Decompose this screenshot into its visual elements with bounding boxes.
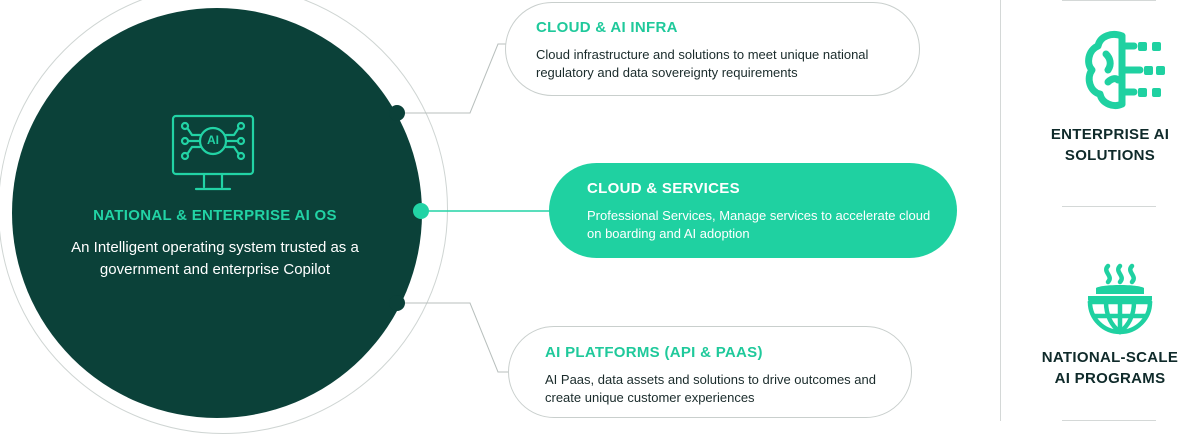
side-label-national: NATIONAL-SCALE AI PROGRAMS — [1041, 349, 1179, 387]
pillar-description: Professional Services, Manage services t… — [587, 208, 931, 241]
pillar-description: AI Paas, data assets and solutions to dr… — [545, 372, 876, 405]
pillar-cloud-ai-infra: CLOUD & AI INFRA Cloud infrastructure an… — [505, 2, 920, 96]
ai-icon-label: AI — [207, 133, 219, 147]
pillar-title: CLOUD & AI INFRA — [536, 19, 678, 36]
pillar-ai-platforms: AI PLATFORMS (API & PAAS) AI Paas, data … — [508, 326, 912, 418]
column-divider — [1000, 0, 1001, 421]
pillar-cloud-services: CLOUD & SERVICES Professional Services, … — [549, 163, 957, 258]
os-circle — [12, 8, 422, 418]
pillar-title: CLOUD & SERVICES — [587, 180, 740, 197]
pillar-title: AI PLATFORMS (API & PAAS) — [545, 344, 763, 361]
os-description: An Intelligent operating system trusted … — [71, 239, 359, 278]
side-label-enterprise: ENTERPRISE AI SOLUTIONS — [1050, 126, 1170, 164]
divider-middle — [1062, 206, 1156, 207]
connector-lines — [397, 43, 550, 373]
brain-circuit-icon — [1085, 30, 1165, 110]
connector-dot-platforms — [389, 295, 405, 311]
divider-top — [1062, 0, 1156, 1]
ai-monitor-icon — [171, 114, 255, 191]
os-title: NATIONAL & ENTERPRISE AI OS — [93, 207, 337, 224]
globe-heat-icon — [1087, 263, 1153, 335]
connector-dot-infra — [389, 105, 405, 121]
pillar-description: Cloud infrastructure and solutions to me… — [536, 47, 869, 80]
connector-dot-services — [413, 203, 429, 219]
